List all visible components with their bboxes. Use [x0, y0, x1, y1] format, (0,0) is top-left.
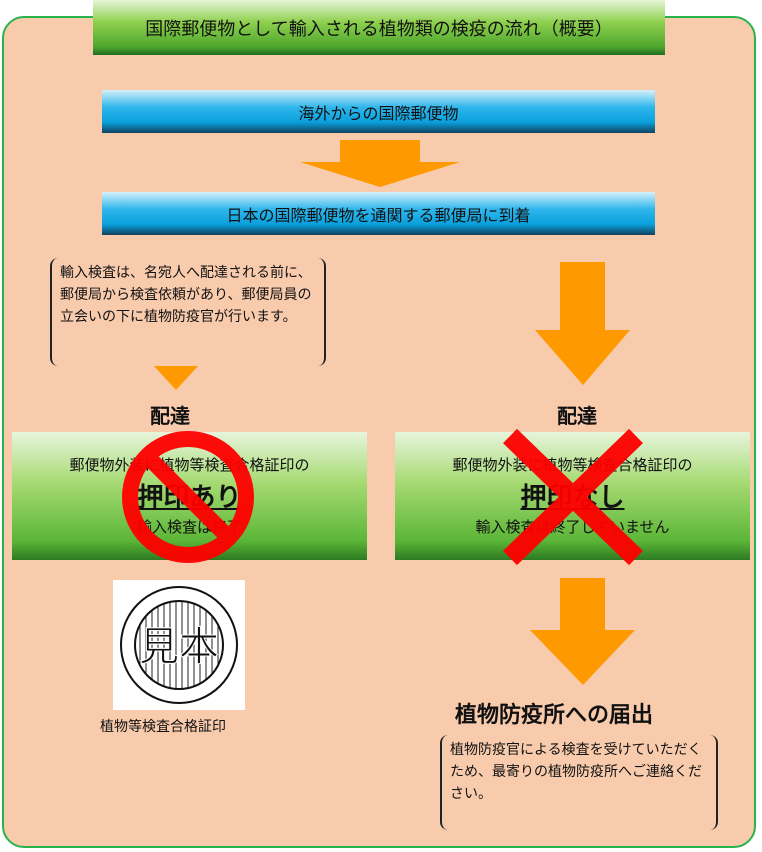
delivery-label-right: 配達	[557, 404, 597, 428]
cross-x-icon	[503, 428, 643, 566]
arrow-down-report-icon	[530, 578, 635, 685]
arrow-down-icon	[300, 140, 460, 187]
stamp-caption: 植物等検査合格証印	[100, 719, 226, 735]
unstamped-box: 郵便物外装に植物等検査合格証印の 押印なし 輸入検査は終了していません	[395, 432, 750, 560]
diagram-title: 国際郵便物として輸入される植物類の検疫の流れ（概要）	[93, 0, 665, 55]
step-overseas-mail: 海外からの国際郵便物	[102, 90, 655, 133]
report-heading: 植物防疫所への届出	[455, 703, 654, 728]
circle-ok-icon	[122, 431, 254, 563]
unstamped-line1: 郵便物外装に植物等検査合格証印の	[452, 456, 693, 474]
stamp-seal-icon: 見本	[120, 586, 238, 704]
arrow-down-right-icon	[535, 262, 630, 385]
step-arrival-post-office: 日本の国際郵便物を通関する郵便局に到着	[102, 192, 655, 235]
stamp-sample: 見本	[113, 580, 245, 710]
stamp-text: 見本	[139, 624, 219, 670]
delivery-label-left: 配達	[150, 404, 190, 428]
inspection-note: 輸入検査は、名宛人へ配達される前に、郵便局から検査依頼があり、郵便局員の立会いの…	[50, 258, 326, 366]
report-note: 植物防疫官による検査を受けていただくため、最寄りの植物防疫所へご連絡ください。	[440, 735, 718, 830]
